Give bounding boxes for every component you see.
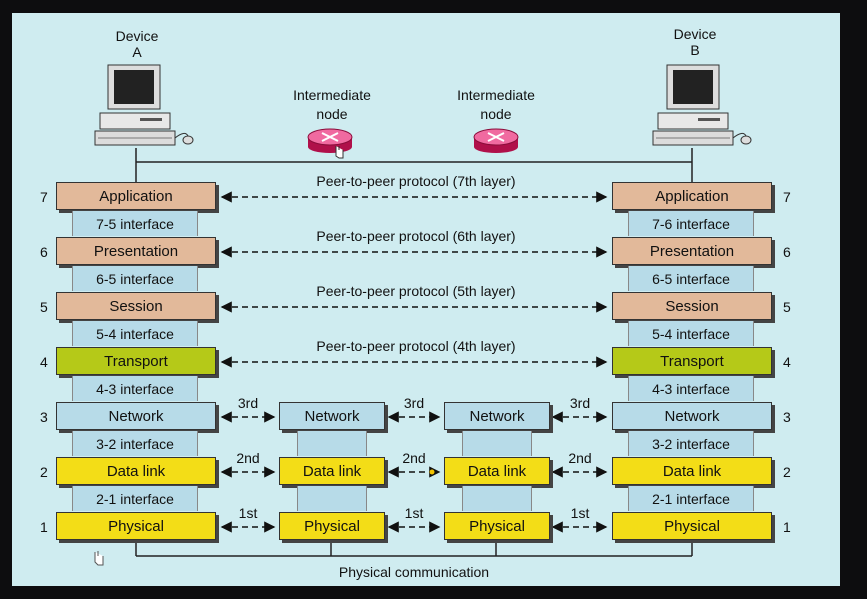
interface-6-5-a: 6-5 interface [72,266,198,291]
layer-number-2-left: 2 [40,464,48,480]
node1-datalink: Data link [279,457,385,485]
layer-1-physical-a: Physical [56,512,216,540]
interface-5-4-a: 5-4 interface [72,321,198,346]
interface-7-6-b: 7-6 interface [628,211,754,236]
hop-label-3rd: 3rd [237,395,259,411]
interface-2-1-b: 2-1 interface [628,486,754,511]
node1-stem-upper [297,431,367,456]
layer-6-presentation-b: Presentation [612,237,772,265]
layer-4-transport-b: Transport [612,347,772,375]
layer-6-presentation-a: Presentation [56,237,216,265]
computer-b-icon [652,64,752,146]
node2-network: Network [444,402,550,430]
layer-7-application-b: Application [612,182,772,210]
node1-physical: Physical [279,512,385,540]
peer-protocol-5-label: Peer-to-peer protocol (5th layer) [316,283,516,299]
interface-5-4-b: 5-4 interface [628,321,754,346]
interface-4-3-b: 4-3 interface [628,376,754,401]
hop-label-1st: 1st [570,505,590,521]
interface-7-5-a: 7-5 interface [72,211,198,236]
node1-stem-lower [297,486,367,511]
hop-label-2nd: 2nd [236,450,260,466]
layer-1-physical-b: Physical [612,512,772,540]
hop-label-2nd: 2nd [568,450,592,466]
layer-number-1-left: 1 [40,519,48,535]
layer-2-datalink-b: Data link [612,457,772,485]
interface-3-2-a: 3-2 interface [72,431,198,456]
layer-7-application-a: Application [56,182,216,210]
layer-number-7-right: 7 [783,189,791,205]
node1-network: Network [279,402,385,430]
hop-label-1st: 1st [404,505,424,521]
router-2-icon [473,128,519,153]
peer-protocol-6-label: Peer-to-peer protocol (6th layer) [316,228,516,244]
layer-number-6-right: 6 [783,244,791,260]
hop-label-3rd: 3rd [569,395,591,411]
router-1-icon [307,128,353,153]
computer-a-icon [94,64,194,146]
layer-number-4-right: 4 [783,354,791,370]
node2-physical: Physical [444,512,550,540]
layer-5-session-b: Session [612,292,772,320]
hop-label-3rd: 3rd [403,395,425,411]
layer-number-5-left: 5 [40,299,48,315]
interface-4-3-a: 4-3 interface [72,376,198,401]
hop-label-2nd: 2nd [402,450,426,466]
hop-label-1st: 1st [238,505,258,521]
layer-number-3-left: 3 [40,409,48,425]
peer-protocol-4-label: Peer-to-peer protocol (4th layer) [316,338,516,354]
physical-communication-label: Physical communication [338,564,490,580]
layer-3-network-b: Network [612,402,772,430]
layer-number-5-right: 5 [783,299,791,315]
layer-2-datalink-a: Data link [56,457,216,485]
interface-3-2-b: 3-2 interface [628,431,754,456]
layer-4-transport-a: Transport [56,347,216,375]
hand-cursor-icon-2 [94,551,104,566]
layer-number-3-right: 3 [783,409,791,425]
node2-stem-lower [462,486,532,511]
interface-2-1-a: 2-1 interface [72,486,198,511]
layer-number-7-left: 7 [40,189,48,205]
interface-6-5-b: 6-5 interface [628,266,754,291]
layer-number-4-left: 4 [40,354,48,370]
layer-3-network-a: Network [56,402,216,430]
node2-stem-upper [462,431,532,456]
layer-number-2-right: 2 [783,464,791,480]
hand-cursor-icon [335,146,344,159]
layer-5-session-a: Session [56,292,216,320]
peer-protocol-7-label: Peer-to-peer protocol (7th layer) [316,173,516,189]
layer-number-1-right: 1 [783,519,791,535]
node2-datalink: Data link [444,457,550,485]
layer-number-6-left: 6 [40,244,48,260]
